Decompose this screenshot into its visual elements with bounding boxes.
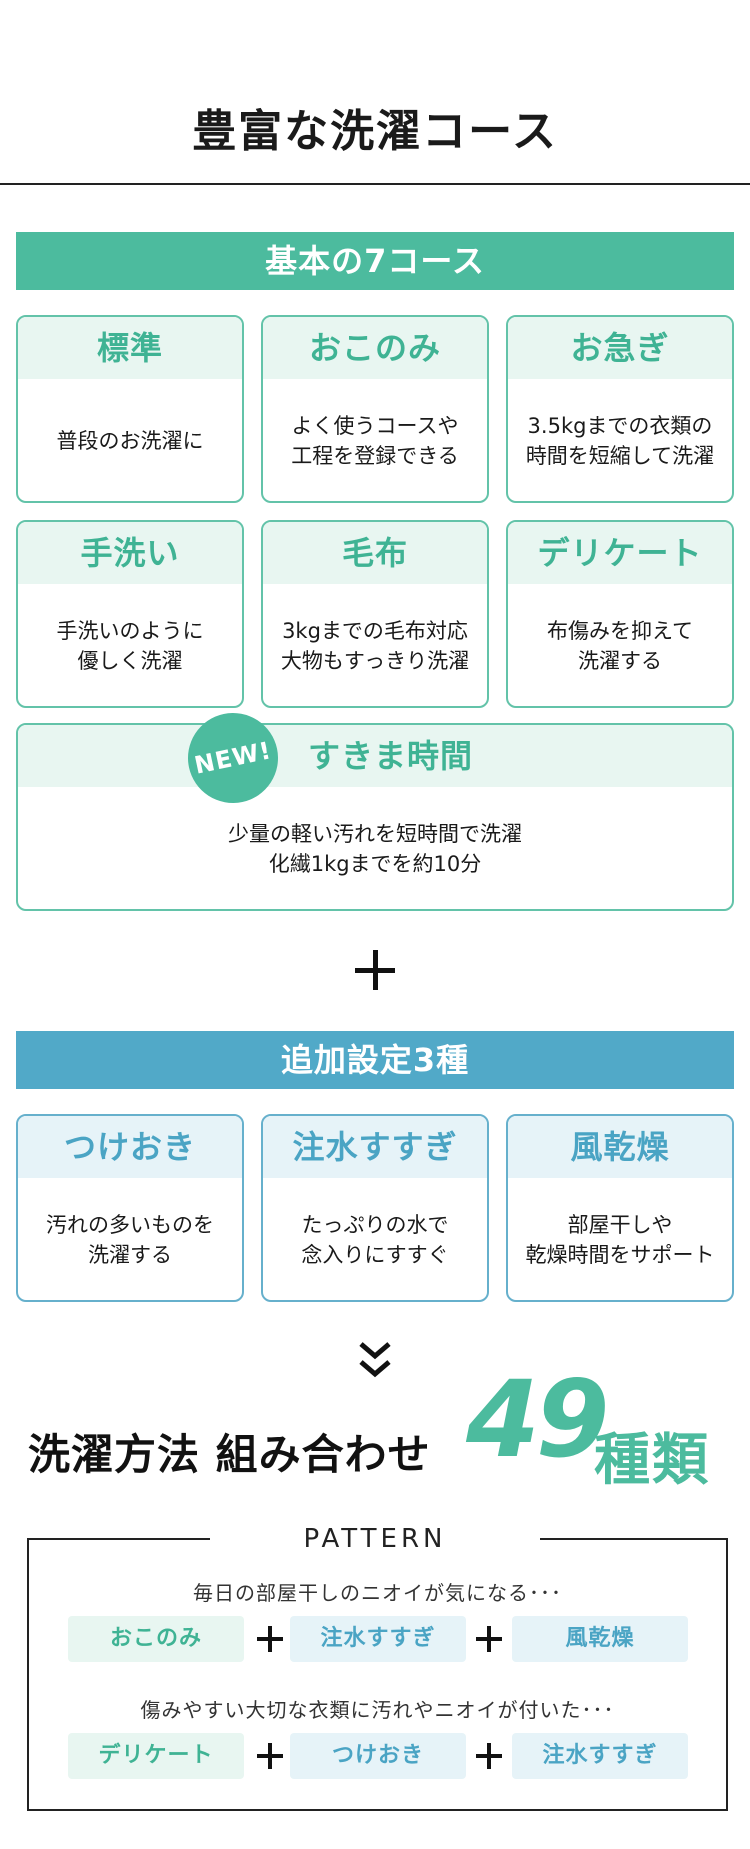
course-card-okonomi: おこのみ よく使うコースや 工程を登録できる (261, 315, 489, 503)
setting-name: 風乾燥 (508, 1116, 732, 1178)
setting-card-air-dry: 風乾燥 部屋干しや 乾燥時間をサポート (506, 1114, 734, 1302)
course-card-blanket: 毛布 3kgまでの毛布対応 大物もすっきり洗濯 (261, 520, 489, 708)
course-name: 毛布 (263, 522, 487, 584)
course-head: すきま時間 (18, 725, 732, 787)
course-desc: 手洗いのように 優しく洗濯 (56, 619, 204, 673)
basic-courses-band: 基本の7コース (16, 232, 734, 290)
course-card-handwash: 手洗い 手洗いのように 優しく洗濯 (16, 520, 244, 708)
pattern-label: PATTERN (210, 1522, 540, 1556)
course-desc: よく使うコースや 工程を登録できる (291, 414, 459, 468)
course-card-standard: 標準 普段のお洗濯に (16, 315, 244, 503)
course-name: すきま時間 (308, 737, 474, 775)
double-chevron-down-icon (359, 1342, 391, 1378)
setting-name: つけおき (18, 1116, 242, 1178)
pattern-caption: 毎日の部屋干しのニオイが気になる･･･ (193, 1581, 562, 1605)
setting-desc: 部屋干しや 乾燥時間をサポート (525, 1213, 715, 1267)
course-card-spare-time: すきま時間 少量の軽い汚れを短時間で洗濯 化繊1kgまでを約10分 (16, 723, 734, 911)
plus-icon (257, 1743, 283, 1769)
pattern-chip: 注水すすぎ (512, 1733, 688, 1779)
course-name: 標準 (18, 317, 242, 379)
pattern-chip: おこのみ (68, 1616, 244, 1662)
extra-settings-band: 追加設定3種 (16, 1031, 734, 1089)
combination-result: 洗濯方法 組み合わせ 49 種類 (0, 1358, 750, 1494)
plus-icon (476, 1743, 502, 1769)
course-desc: 3kgまでの毛布対応 大物もすっきり洗濯 (280, 619, 470, 673)
pattern-chip: 注水すすぎ (290, 1616, 466, 1662)
pattern-chip: 風乾燥 (512, 1616, 688, 1662)
pattern-caption: 傷みやすい大切な衣類に汚れやニオイが付いた･･･ (140, 1698, 615, 1722)
setting-name: 注水すすぎ (263, 1116, 487, 1178)
course-name: おこのみ (263, 317, 487, 379)
result-text: 洗濯方法 組み合わせ (28, 1430, 431, 1479)
plus-icon (257, 1626, 283, 1652)
course-card-delicate: デリケート 布傷みを抑えて 洗濯する (506, 520, 734, 708)
page-title: 豊富な洗濯コース (192, 106, 558, 157)
setting-desc: 汚れの多いものを 洗濯する (46, 1213, 214, 1267)
setting-card-rinse: 注水すすぎ たっぷりの水で 念入りにすすぐ (261, 1114, 489, 1302)
course-name: お急ぎ (508, 317, 732, 379)
course-name: デリケート (508, 522, 732, 584)
pattern-chip: つけおき (290, 1733, 466, 1779)
result-number: 49 (466, 1358, 610, 1481)
plus-icon (476, 1626, 502, 1652)
course-desc: 3.5kgまでの衣類の 時間を短縮して洗濯 (525, 414, 715, 468)
result-unit: 種類 (594, 1428, 710, 1493)
course-desc: 少量の軽い汚れを短時間で洗濯 化繊1kgまでを約10分 (228, 822, 522, 876)
course-name: 手洗い (18, 522, 242, 584)
pattern-chip: デリケート (68, 1733, 244, 1779)
course-desc: 布傷みを抑えて 洗濯する (547, 619, 693, 673)
plus-icon (355, 950, 395, 990)
course-desc: 普段のお洗濯に (56, 429, 204, 453)
setting-desc: たっぷりの水で 念入りにすすぐ (301, 1213, 449, 1267)
course-card-quick: お急ぎ 3.5kgまでの衣類の 時間を短縮して洗濯 (506, 315, 734, 503)
title-divider (0, 183, 750, 185)
setting-card-soak: つけおき 汚れの多いものを 洗濯する (16, 1114, 244, 1302)
